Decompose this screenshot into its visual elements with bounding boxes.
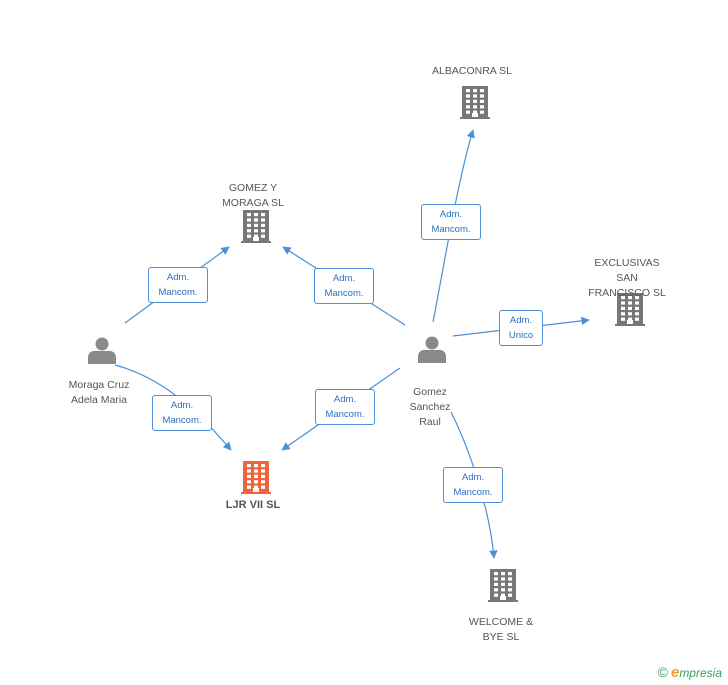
edge-role-label[interactable]: Adm. Mancom.	[421, 204, 481, 240]
copyright-symbol: ©	[657, 664, 668, 680]
edge-role-label[interactable]: Adm. Unico	[499, 310, 543, 346]
edge-role-label[interactable]: Adm. Mancom.	[148, 267, 208, 303]
node-label-moraga_cruz[interactable]: Moraga Cruz Adela Maria	[68, 379, 130, 406]
person-icon[interactable]	[88, 337, 116, 365]
node-label-ljr[interactable]: LJR VII SL	[225, 499, 281, 511]
edge-role-label[interactable]: Adm. Mancom.	[443, 467, 503, 503]
person-icon[interactable]	[418, 336, 446, 364]
brand-watermark: ©empresia	[658, 664, 722, 681]
node-label-gomez_moraga[interactable]: GOMEZ Y MORAGA SL	[222, 182, 284, 209]
edge-role-label[interactable]: Adm. Mancom.	[314, 268, 374, 304]
node-label-exclusivas[interactable]: EXCLUSIVAS SAN FRANCISCO SL	[588, 257, 666, 299]
edge-role-label[interactable]: Adm. Mancom.	[152, 395, 212, 431]
node-label-gomez_sanchez[interactable]: Gomez Sanchez Raul	[409, 386, 451, 428]
building-icon[interactable]	[615, 293, 645, 326]
brand-name: mpresia	[679, 666, 722, 680]
building-icon[interactable]	[241, 210, 271, 243]
node-label-welcome[interactable]: WELCOME & BYE SL	[468, 616, 534, 643]
building-icon[interactable]	[241, 461, 271, 494]
brand-initial: e	[670, 664, 680, 681]
building-icon[interactable]	[488, 569, 518, 602]
building-icon[interactable]	[460, 86, 490, 119]
node-label-albaconra[interactable]: ALBACONRA SL	[432, 65, 512, 77]
edge-role-label[interactable]: Adm. Mancom.	[315, 389, 375, 425]
